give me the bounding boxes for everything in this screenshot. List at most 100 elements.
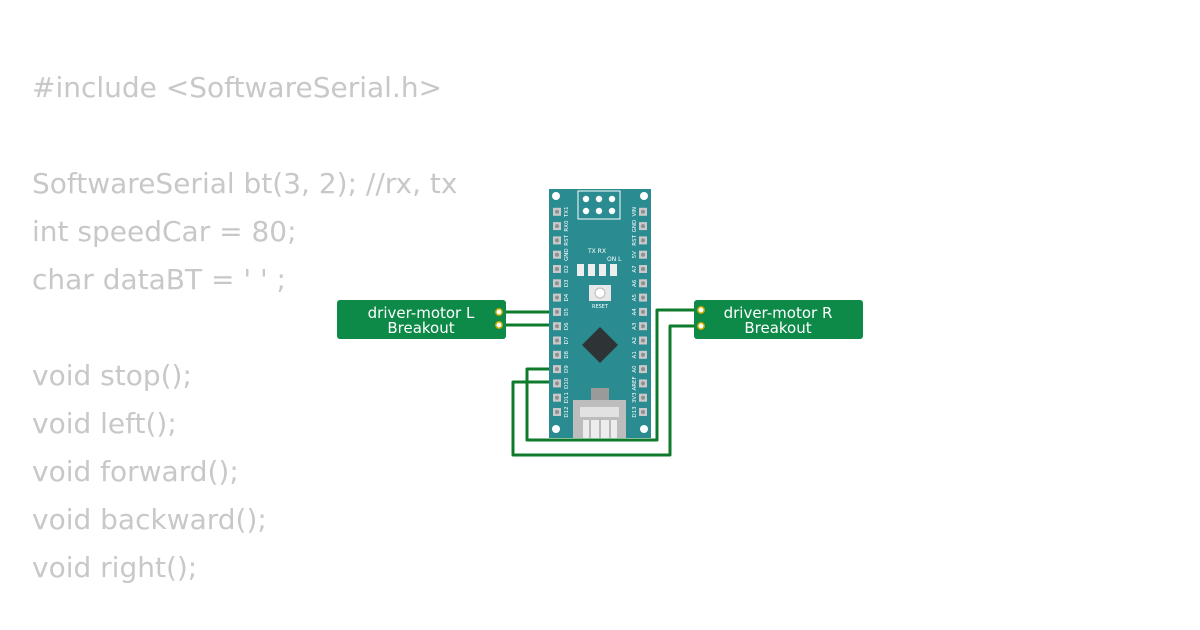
breakout-pin[interactable] [697,322,705,330]
pin-label: D11 [564,392,570,403]
code-line: void backward(); [32,503,267,536]
code-line: void forward(); [32,455,239,488]
breakout-body [337,300,506,339]
pin-hole [555,209,559,214]
icsp-header [577,190,621,220]
usb-top [580,407,619,417]
pin-hole [555,381,559,386]
pin-hole [641,367,645,372]
pin-hole [555,267,559,271]
mounting-hole [640,192,648,200]
pin-label: D6 [564,322,570,330]
icsp-pin [608,207,616,215]
pin-label: A0 [632,365,638,373]
breakout-title: driver-motor L [368,304,475,322]
pin-label: D10 [564,377,570,389]
pin-hole [641,381,645,386]
pin-hole [641,295,645,300]
pin-hole [641,224,645,229]
pin-hole [641,267,645,271]
icsp-pin [595,207,603,215]
pin-hole [555,281,559,286]
pin-hole [641,209,645,214]
pin-label: VIN [632,207,638,217]
pin-label: A2 [632,337,638,344]
code-line: void stop(); [32,359,192,392]
pin-label: D4 [564,293,570,301]
pin-hole [641,352,645,357]
pin-hole [641,324,645,329]
icsp-pins [582,195,616,215]
led-tx [577,264,584,276]
mounting-hole [552,425,560,433]
pin-hole [555,352,559,357]
breakout-title: driver-motor R [724,304,833,322]
led-label-onl: ON L [607,256,622,263]
usb-tab [591,388,609,400]
code-line: SoftwareSerial bt(3, 2); //rx, tx [32,167,458,200]
pin-label: D12 [564,406,570,417]
pin-label: GND [632,220,638,233]
pin-hole [641,252,645,257]
pin-hole [641,338,645,343]
pin-hole [555,395,559,400]
pin-hole [641,281,645,286]
pin-hole [555,252,559,257]
pin-label: RX0 [564,220,570,232]
pin-hole [641,238,645,243]
mounting-hole [552,192,560,200]
pin-label: TX1 [564,206,570,218]
pin-label: 5V [632,251,638,258]
pin-label: RST [632,234,638,245]
pin-label: AREF [632,376,638,390]
usb-connector[interactable] [573,388,626,438]
wire-d10[interactable] [511,324,703,457]
pin-hole [555,224,559,229]
pin-label: GND [564,248,570,261]
led-l [610,264,617,276]
pin-label: D5 [564,308,570,316]
pin-label: A1 [632,351,638,358]
pin-label: D8 [564,350,570,358]
breakout-pin[interactable] [495,321,503,329]
pin-label: D2 [564,265,570,273]
pin-hole [555,324,559,329]
pin-hole [641,410,645,414]
led-on [599,264,606,276]
pin-label: D9 [564,365,570,373]
breakout-right[interactable]: driver-motor R Breakout [694,300,863,339]
pin-label: A6 [632,279,638,287]
reset-label: RESET [592,304,609,310]
pin-label: 3V3 [632,392,638,403]
wires [497,308,703,457]
reset-button-cap [594,287,606,299]
icsp-pin [582,207,590,215]
mounting-hole [640,425,648,433]
breakout-left[interactable]: driver-motor L Breakout [337,300,506,339]
pin-label: A5 [632,293,638,301]
led-rx [588,264,595,276]
breakout-subtitle: Breakout [387,319,454,337]
code-line: #include <SoftwareSerial.h> [32,71,443,104]
code-line: void left(); [32,407,177,440]
microcontroller-chip [582,327,618,363]
pin-hole [555,309,559,314]
pin-hole [555,367,559,372]
pin-label: A4 [632,308,638,316]
wire-d9[interactable] [525,308,703,442]
breakout-pin[interactable] [697,306,705,314]
pin-hole [555,410,559,414]
pin-label: A7 [632,265,638,273]
pin-label: D3 [564,279,570,287]
pin-hole [555,338,559,343]
breakout-body [694,300,863,339]
pin-label: A3 [632,322,638,330]
breakout-pin[interactable] [495,308,503,316]
code-line: int speedCar = 80; [32,215,297,248]
pin-label: D7 [564,336,570,344]
icsp-pin [608,195,616,203]
